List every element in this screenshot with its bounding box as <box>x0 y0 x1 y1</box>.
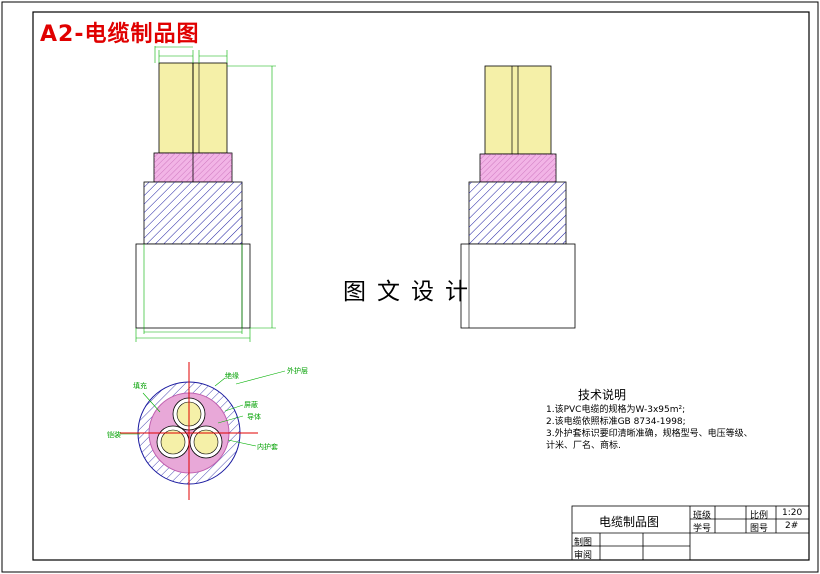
notes-line: 计米、厂名、商标. <box>546 441 621 451</box>
callout-armor: 铠装 <box>107 431 121 439</box>
callout-shield: 屏蔽 <box>244 401 258 409</box>
side-view <box>460 65 576 329</box>
title-block <box>571 505 810 561</box>
technical-notes: 技术说明 1.该PVC电缆的规格为W-3x95m²; 2.该电缆依照标准GB 8… <box>546 389 786 452</box>
title-block-review-label: 审阅 <box>574 551 593 561</box>
cross-section <box>118 362 286 500</box>
title-block-drawing-no-value: 2# <box>785 521 799 531</box>
title-block-drawing-name: 电缆制品图 <box>599 515 660 529</box>
notes-title: 技术说明 <box>578 388 627 402</box>
title-block-drawing-no-label: 图号 <box>750 524 769 534</box>
callout-outer-sheath: 外护层 <box>287 367 308 375</box>
inner-frame <box>32 11 810 561</box>
title-block-student-id-label: 学号 <box>693 524 712 534</box>
notes-line: 3.外护套标识要印清晰准确，规格型号、电压等级、 <box>546 429 753 439</box>
front-view <box>135 46 276 342</box>
callout-insulation: 绝缘 <box>225 372 239 380</box>
callout-filler: 填充 <box>133 382 147 390</box>
title-block-scale-value: 1:20 <box>782 508 803 518</box>
title-block-drawn-label: 制图 <box>574 538 593 548</box>
title-block-scale-label: 比例 <box>750 511 769 521</box>
callout-conductor: 导体 <box>247 413 261 421</box>
sheet-title: A2-电缆制品图 <box>40 22 200 47</box>
watermark: 图文设计 <box>343 279 479 305</box>
notes-line: 2.该电缆依照标准GB 8734-1998; <box>546 417 686 427</box>
notes-line: 1.该PVC电缆的规格为W-3x95m²; <box>546 405 686 415</box>
title-block-class-label: 班级 <box>693 511 712 521</box>
callout-inner-sheath: 内护套 <box>257 443 278 451</box>
